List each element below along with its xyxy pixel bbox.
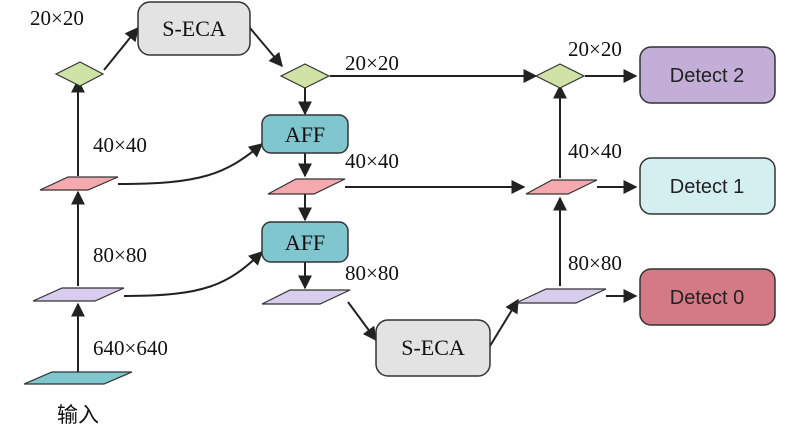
middle-20-plate xyxy=(279,63,331,89)
size-labels: 20×20 40×40 80×80 640×640 输入 20×20 40×40… xyxy=(30,6,622,427)
seca-bottom-box xyxy=(375,319,491,377)
edge-seca-to-m20 xyxy=(249,27,283,68)
aff-bottom-box xyxy=(261,221,349,263)
backbone-20-plate xyxy=(54,61,105,87)
right-20-plate xyxy=(534,63,586,89)
backbone-40-size: 40×40 xyxy=(93,133,147,157)
input-plate xyxy=(23,371,133,385)
right-80-plate xyxy=(515,288,607,304)
input-size: 640×640 xyxy=(93,336,168,360)
right-80-size: 80×80 xyxy=(568,251,622,275)
edge-b20-to-seca xyxy=(103,26,139,71)
backbone-40-plate xyxy=(39,176,119,191)
aff-top-label: AFF xyxy=(285,122,325,147)
detect1-label: Detect 1 xyxy=(670,176,744,198)
edge-m80-to-seca xyxy=(347,301,377,342)
detect1-box xyxy=(639,157,776,215)
aff-top-box xyxy=(261,114,349,154)
seca-bottom-label: S-ECA xyxy=(401,335,465,360)
right-40-plate xyxy=(525,179,598,195)
middle-40-size: 40×40 xyxy=(345,149,399,173)
backbone-20-size: 20×20 xyxy=(30,6,84,30)
feature-maps xyxy=(23,61,607,385)
seca-top-label: S-ECA xyxy=(162,16,226,41)
detect0-box xyxy=(639,268,776,326)
edges xyxy=(71,26,638,372)
middle-20-size: 20×20 xyxy=(345,51,399,75)
seca-top-box xyxy=(137,1,251,56)
backbone-80-plate xyxy=(32,287,125,302)
edge-b80-to-aff-bottom xyxy=(123,251,264,297)
detect2-label: Detect 2 xyxy=(670,65,744,87)
input-caption: 输入 xyxy=(57,403,99,427)
edge-b40-to-aff-top xyxy=(117,143,264,185)
middle-80-plate xyxy=(261,289,351,305)
edge-seca-to-r80 xyxy=(489,298,519,347)
backbone-80-size: 80×80 xyxy=(93,243,147,267)
detect2-box xyxy=(639,46,776,104)
right-40-size: 40×40 xyxy=(568,139,622,163)
middle-40-plate xyxy=(267,178,346,195)
modules: S-ECA AFF AFF S-ECA Detect 2 Detect 1 De… xyxy=(137,1,776,377)
aff-bottom-label: AFF xyxy=(285,230,325,255)
detect0-label: Detect 0 xyxy=(670,287,744,309)
middle-80-size: 80×80 xyxy=(345,261,399,285)
right-20-size: 20×20 xyxy=(568,37,622,61)
